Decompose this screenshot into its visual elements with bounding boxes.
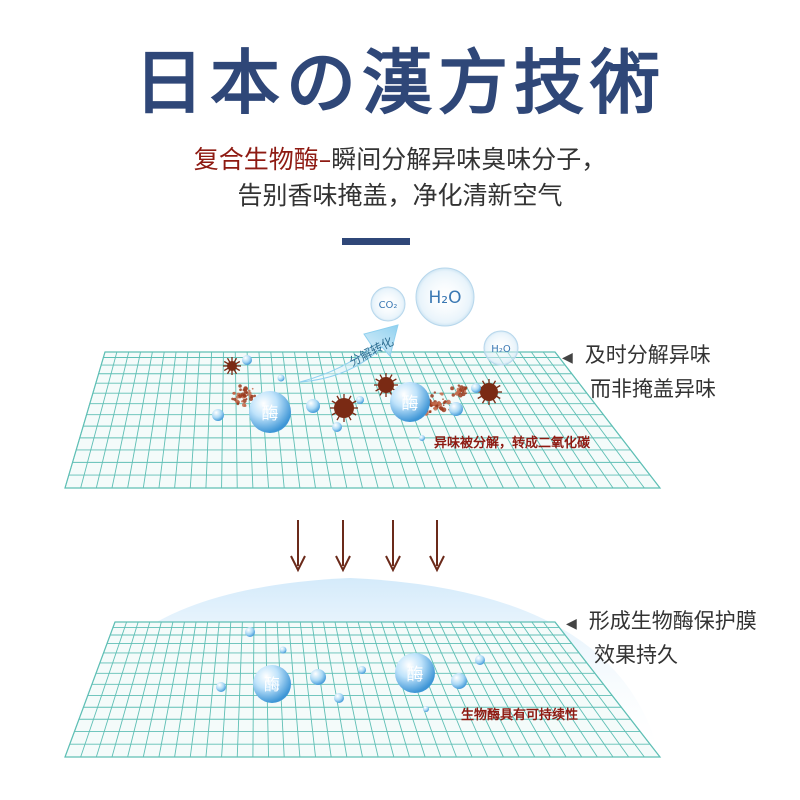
enzyme-bubbles-bottom: 酶 酶 xyxy=(253,653,435,703)
droplet xyxy=(279,646,287,654)
caption-top: 异味被分解，转成二氧化碳 xyxy=(434,436,591,451)
droplet xyxy=(419,435,425,441)
enzyme-bubble-label: 酶 xyxy=(402,394,419,414)
subtitle-highlight: 复合生物酶– xyxy=(193,145,332,174)
enzyme-bubble-icon: 酶 xyxy=(395,653,435,693)
side-note-top: ◀ 及时分解异味 而非掩盖异味 xyxy=(562,340,716,405)
triangle-left-icon: ◀ xyxy=(562,350,573,366)
triangle-left-icon: ◀ xyxy=(566,616,577,632)
enzyme-bubble-label: 酶 xyxy=(407,665,424,685)
odor-speckles xyxy=(418,391,451,416)
caption-bottom: 生物酶具有可持续性 xyxy=(461,708,579,723)
droplet xyxy=(242,355,252,365)
droplets xyxy=(212,355,485,712)
droplet xyxy=(475,655,485,665)
odor-particles xyxy=(223,357,502,422)
enzyme-bubble-label: 酶 xyxy=(264,675,280,694)
odor-speckles xyxy=(231,384,259,407)
down-arrows xyxy=(290,520,445,573)
enzyme-bubble-icon: 酶 xyxy=(249,391,291,433)
droplet xyxy=(212,409,224,421)
droplet xyxy=(358,666,366,674)
page-title: 日本の漢方技術 xyxy=(134,42,666,124)
subtitle-line-1: 复合生物酶–瞬间分解异味臭味分子， xyxy=(0,142,800,178)
droplet xyxy=(423,706,429,712)
grid-plane-top xyxy=(64,351,662,489)
virus-particle-icon xyxy=(374,373,398,397)
subtitle: 复合生物酶–瞬间分解异味臭味分子， 告别香味掩盖，净化清新空气 xyxy=(0,142,800,214)
side-note-top-line-1: 及时分解异味 xyxy=(584,343,711,367)
molecule-co2: CO₂ xyxy=(370,286,406,322)
molecule-h2o-large-label: H₂O xyxy=(429,288,462,308)
droplet xyxy=(332,422,342,432)
droplet xyxy=(451,673,467,689)
enzyme-bubbles-top: 酶 酶 xyxy=(249,382,430,433)
molecule-h2o-large: H₂O xyxy=(415,267,475,327)
enzyme-bubble-icon: 酶 xyxy=(253,665,291,703)
down-arrow-icon xyxy=(335,520,351,573)
molecule-h2o-small-label: H₂O xyxy=(491,344,511,355)
droplet xyxy=(216,682,226,692)
virus-particle-icon xyxy=(330,394,358,422)
droplet xyxy=(306,399,320,413)
side-note-bottom-line-2: 效果持久 xyxy=(594,643,678,667)
subtitle-line-1-rest: 瞬间分解异味臭味分子， xyxy=(331,145,607,174)
droplet xyxy=(334,693,344,703)
enzyme-bubble-icon: 酶 xyxy=(390,382,430,422)
side-note-top-line-2: 而非掩盖异味 xyxy=(590,377,716,401)
title-divider xyxy=(342,238,410,245)
side-note-bottom: ◀ 形成生物酶保护膜 效果持久 xyxy=(566,606,757,671)
odor-speckles xyxy=(450,384,468,398)
virus-particle-icon xyxy=(223,357,241,375)
droplet xyxy=(245,627,255,637)
down-arrow-icon xyxy=(290,520,306,573)
down-arrow-icon xyxy=(429,520,445,573)
droplet xyxy=(449,402,463,416)
enzyme-bubble-label: 酶 xyxy=(262,404,279,424)
droplet xyxy=(310,669,326,685)
subtitle-line-2: 告别香味掩盖，净化清新空气 xyxy=(237,181,563,210)
droplet xyxy=(356,396,364,404)
molecule-h2o-small: H₂O xyxy=(483,330,519,366)
down-arrow-icon xyxy=(385,520,401,573)
droplet xyxy=(277,374,285,382)
side-note-bottom-line-1: 形成生物酶保护膜 xyxy=(588,609,757,633)
droplet xyxy=(471,383,481,393)
virus-particle-icon xyxy=(476,379,502,405)
molecule-co2-label: CO₂ xyxy=(379,300,398,311)
